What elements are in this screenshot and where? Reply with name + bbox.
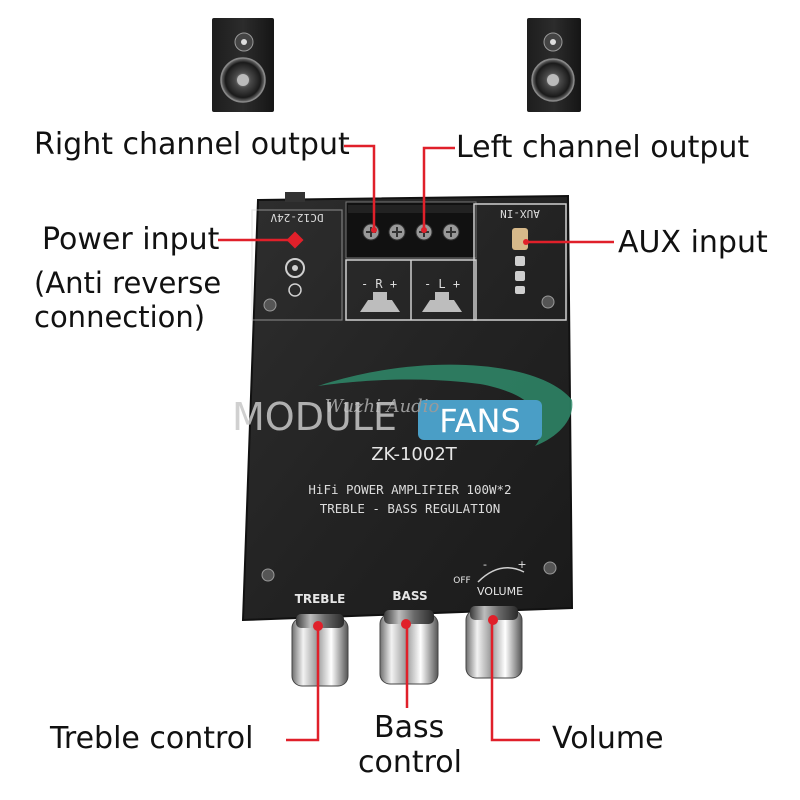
label-power-input-note-line1: (Anti reverse [34, 266, 222, 300]
label-bass-control-line1: Bass [374, 710, 445, 745]
screw [543, 561, 557, 575]
watermark-box [418, 400, 542, 440]
watermark-swoosh [318, 364, 573, 446]
label-treble-control: Treble control [50, 721, 254, 756]
treble-knob[interactable] [291, 614, 349, 687]
screw [541, 295, 555, 309]
board-left-polarity: - L + [424, 277, 460, 291]
screw [261, 568, 275, 582]
label-volume: Volume [552, 721, 664, 756]
label-power-input: Power input [42, 222, 220, 257]
bass-knob[interactable] [379, 610, 439, 685]
leader-right-channel [344, 144, 376, 230]
board-knob-treble: TREBLE [295, 592, 346, 606]
board-volume-off: OFF [453, 576, 470, 586]
label-power-input-note-line2: connection) [34, 300, 206, 334]
label-aux-input: AUX input [618, 225, 768, 260]
leader-treble [286, 628, 320, 742]
speaker-left-icon [527, 18, 581, 112]
label-right-channel-output: Right channel output [34, 127, 350, 162]
watermark-text-right: FANS [439, 402, 521, 440]
board-volume-minus: - [483, 558, 487, 571]
label-bass-control-line2: control [358, 745, 462, 780]
board-knob-volume: VOLUME [477, 585, 523, 598]
power-jack-icon [285, 258, 305, 278]
leader-volume [490, 622, 540, 742]
screw [263, 298, 277, 312]
leader-lines [218, 144, 614, 742]
board-volume-plus: + [517, 558, 526, 571]
board-knob-bass: BASS [392, 589, 427, 603]
board-aux-label: AUX-IN [500, 207, 540, 220]
speaker-silkscreen-icon [360, 292, 400, 312]
aux-jack-icon [512, 228, 528, 294]
board-model: ZK-1002T [371, 444, 458, 465]
board-right-polarity: - R + [361, 277, 397, 291]
speaker-silkscreen-icon [422, 292, 462, 312]
amplifier-board [241, 192, 574, 622]
board-description-line1: HiFi POWER AMPLIFIER 100W*2 [308, 482, 511, 497]
board-description-line2: TREBLE - BASS REGULATION [320, 501, 501, 516]
board-power-label: DC12-24V [270, 211, 323, 224]
watermark-text-left: MODULE [232, 395, 397, 439]
volume-knob[interactable] [465, 606, 523, 679]
leader-left-channel [422, 146, 455, 230]
speaker-right-icon [212, 18, 274, 112]
board-script-logo: Wuzhi Audio [325, 396, 440, 417]
label-left-channel-output: Left channel output [456, 130, 750, 165]
